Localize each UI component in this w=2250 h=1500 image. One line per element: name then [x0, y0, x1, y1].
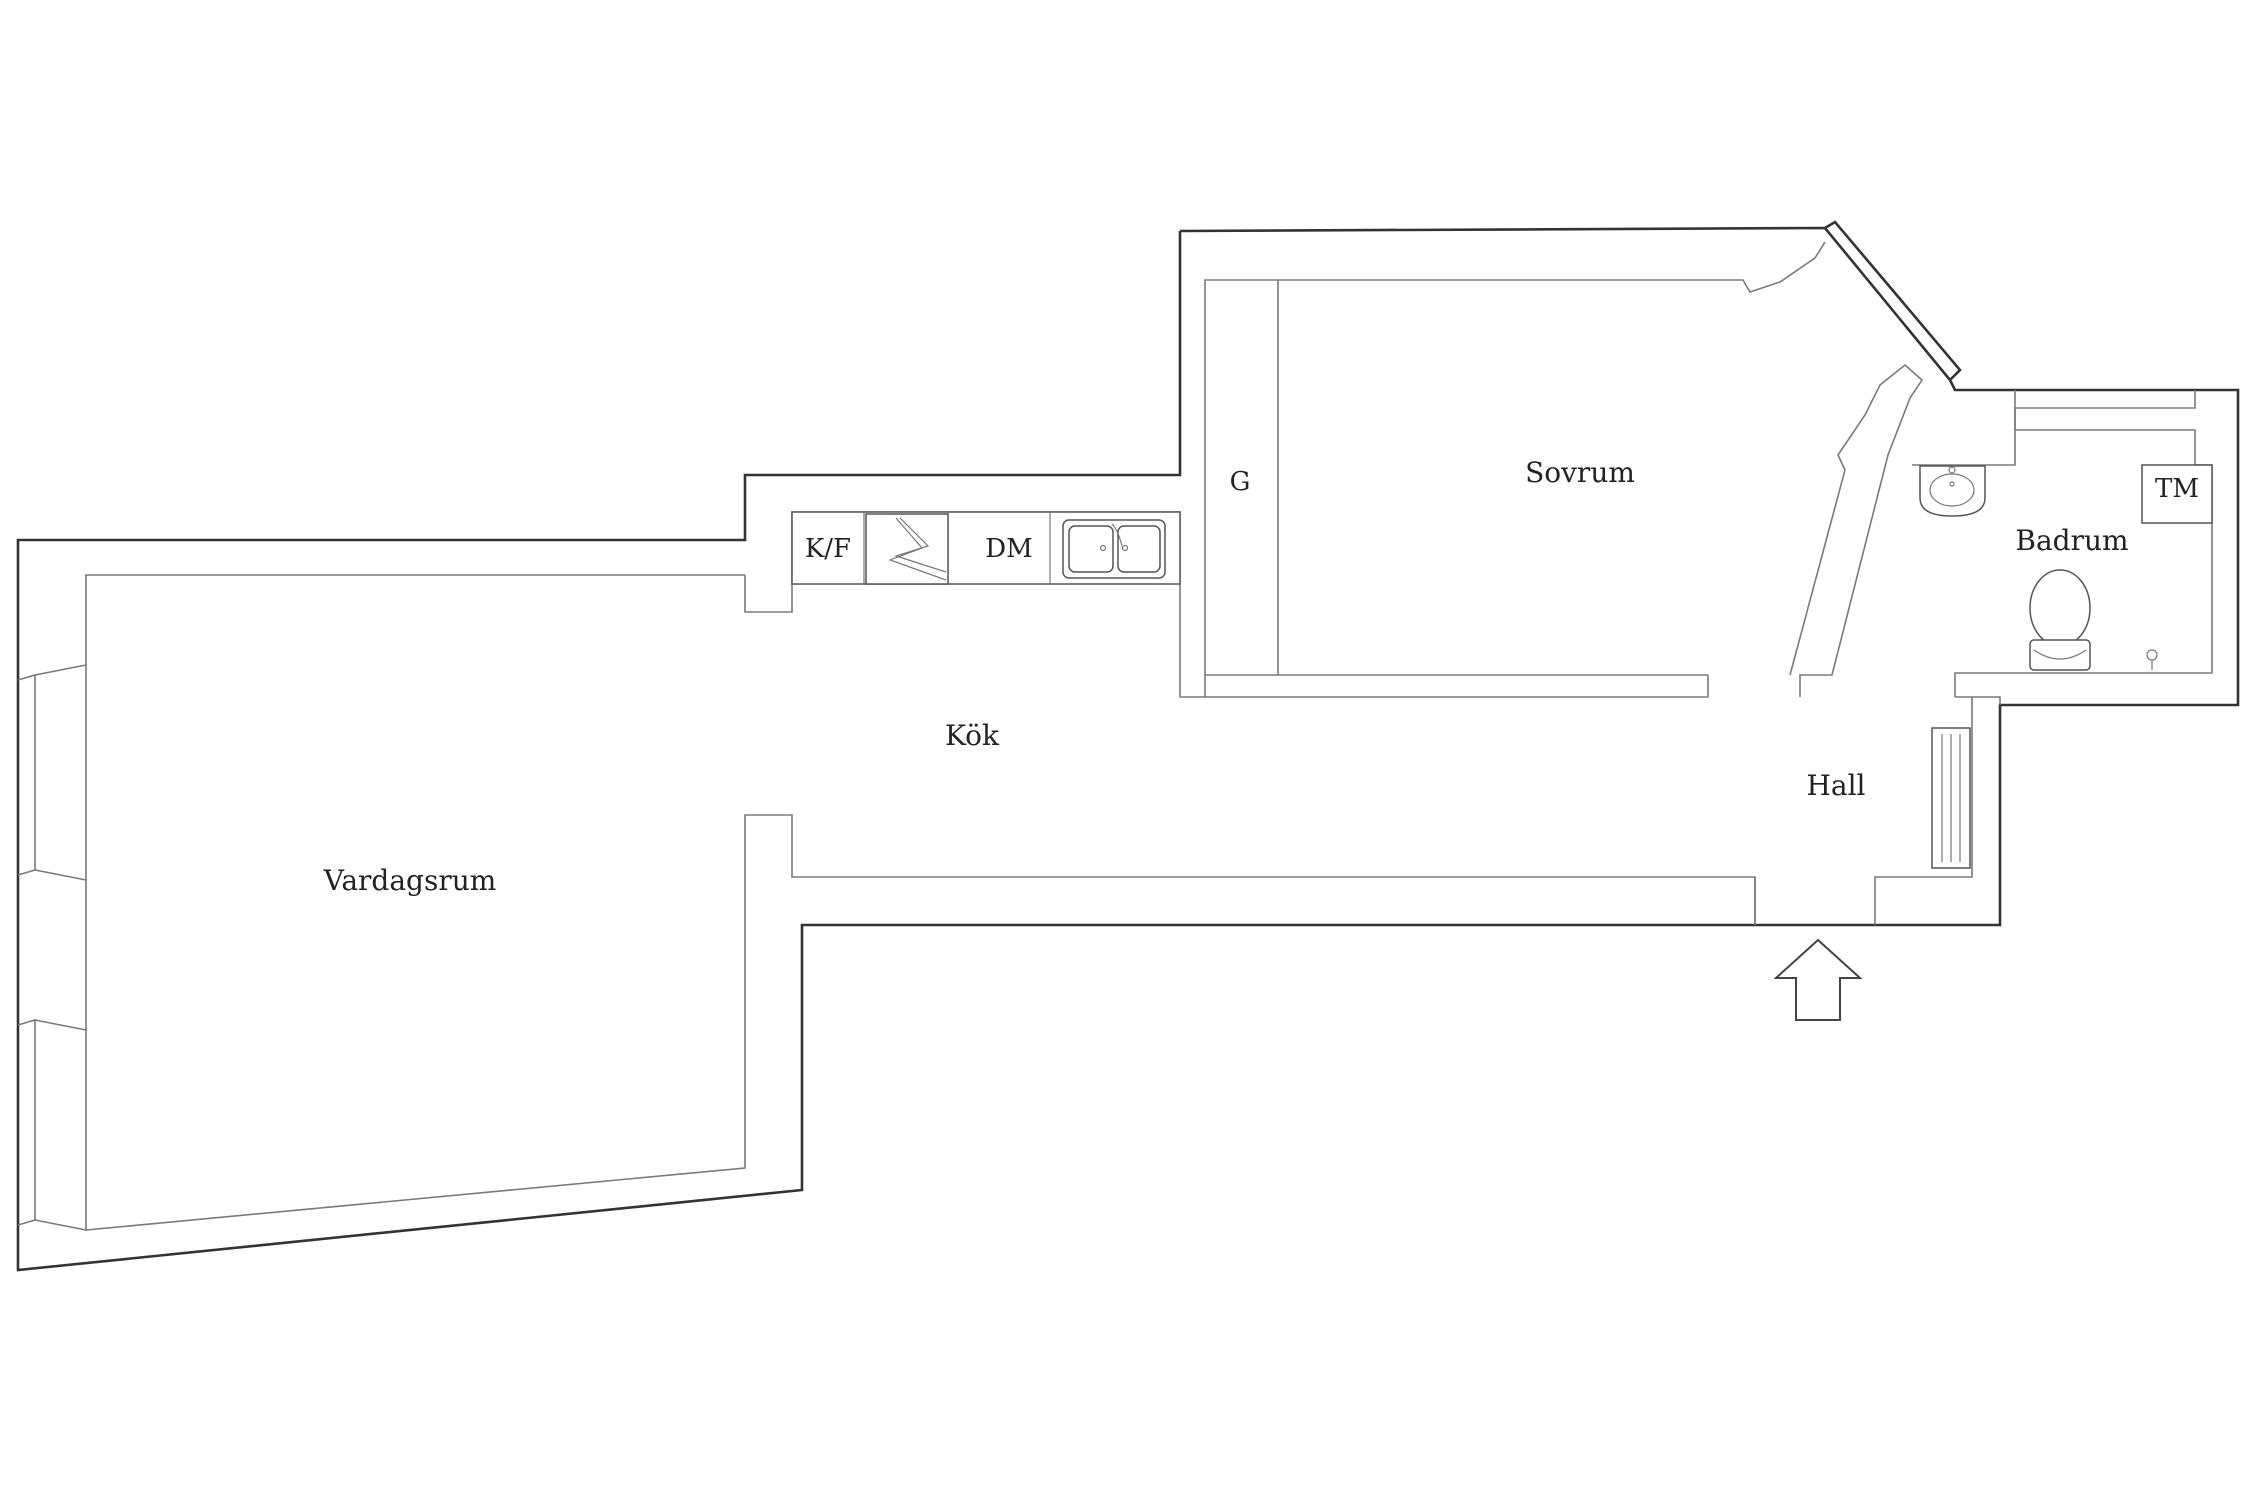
hall-right-wall [1972, 696, 2001, 705]
room-label-hall: Hall [1806, 769, 1865, 802]
room-label-bathroom: Badrum [2015, 524, 2128, 557]
faucet-icon [1111, 523, 1123, 547]
label-washing-machine: TM [2155, 474, 2199, 504]
stove-symbol-icon [888, 517, 947, 581]
hall-radiator [1931, 727, 1971, 869]
toilet-tank [2029, 639, 2091, 671]
stove-symbol-icon-b [894, 517, 947, 573]
outer-wall-outline [16, 226, 2240, 1272]
window-left-lower-sill [34, 1019, 87, 1031]
bedroom-hall-wall [1789, 363, 1924, 697]
room-label-kitchen: Kök [945, 719, 1000, 752]
washing-machine [2141, 464, 2213, 524]
washbasin-tap-icon [1949, 481, 1955, 487]
living-room-inner-wall [85, 574, 1756, 1231]
sink-drain-icon [1099, 544, 1107, 552]
bathroom-top-wall [1912, 390, 2016, 466]
outer-wall-bay [1824, 220, 1962, 381]
window-left-upper-sill-b [34, 869, 87, 881]
bathroom-inner-wall [1954, 390, 2213, 697]
room-label-bedroom: Sovrum [1525, 456, 1635, 489]
room-label-living: Vardagsrum [323, 864, 497, 897]
bedroom-inner-wall [1204, 241, 1826, 697]
window-left-upper-sill [34, 664, 87, 676]
floor-drain-icon [2146, 649, 2158, 661]
entrance-arrow-icon [1773, 938, 1863, 1021]
window-left-lower [17, 1018, 36, 1226]
toilet-bowl-icon [2029, 569, 2091, 647]
sink-right-bowl [1117, 525, 1161, 573]
washbasin-drain-icon [1948, 466, 1956, 474]
washbasin-bowl [1929, 473, 1975, 507]
label-dishwasher: DM [985, 534, 1032, 564]
window-left-upper [17, 673, 36, 876]
inner-walls [17, 241, 2213, 1231]
label-fridge-freezer: K/F [805, 534, 851, 564]
sink-drain-icon-b [1121, 544, 1129, 552]
hall-inner-wall [1874, 696, 1973, 925]
toilet-seat-line [2033, 649, 2087, 660]
label-wardrobe: G [1230, 467, 1251, 497]
kitchen-counter [791, 511, 1181, 585]
window-left-lower-sill-b [34, 1219, 87, 1231]
outer-walls [16, 220, 2240, 1272]
sink-left-bowl [1068, 525, 1114, 573]
bathroom-fixtures [1919, 464, 2213, 671]
